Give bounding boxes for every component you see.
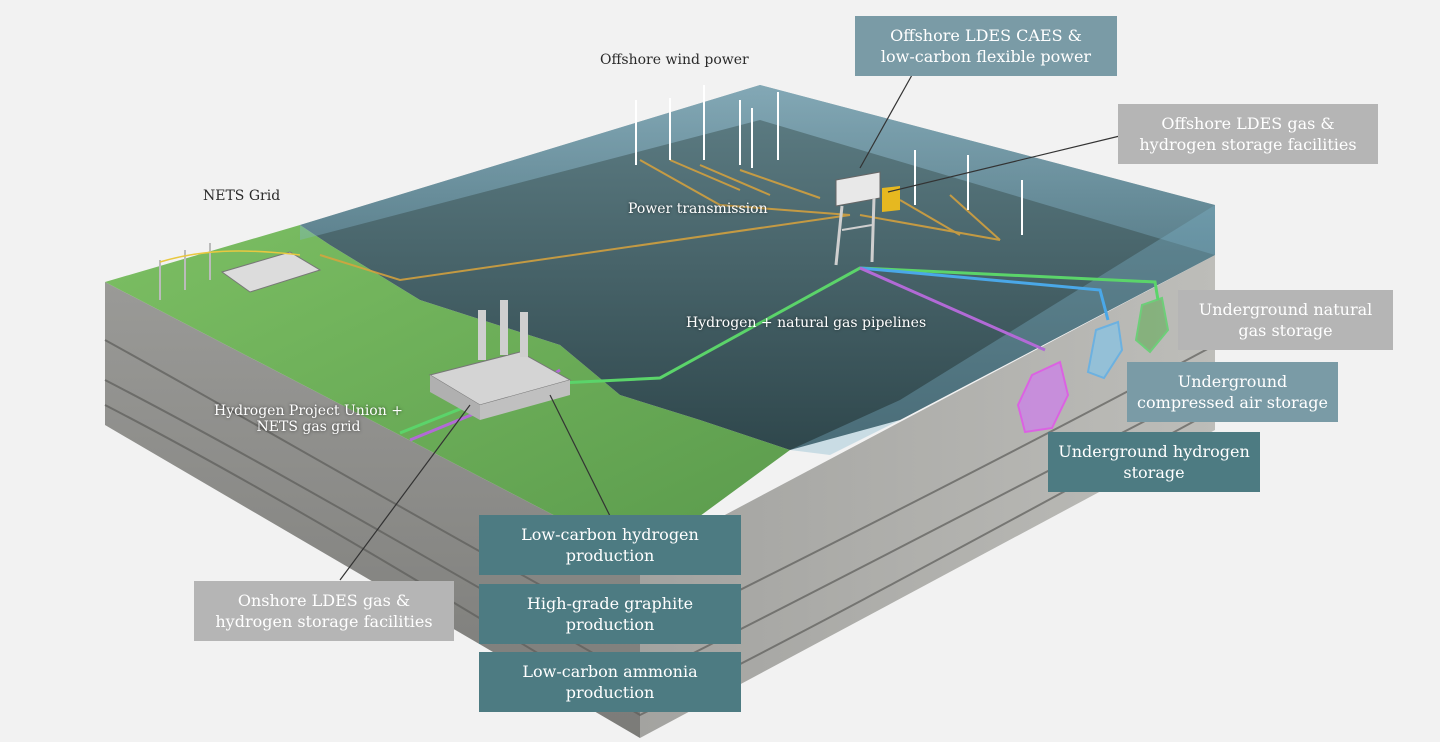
leader-lines — [339, 74, 1129, 581]
project-union-line-2: NETS gas grid — [256, 419, 361, 435]
callout-h2-production-line-1: Low-carbon hydrogen — [521, 525, 699, 544]
power-transmission-label: Power transmission — [628, 201, 768, 217]
callout-ug-hydrogen-line-1: Underground hydrogen — [1058, 442, 1250, 461]
compressed-air-reservoir — [1086, 320, 1124, 380]
callout-onshore-storage-line-1: Onshore LDES gas & — [237, 591, 411, 610]
onshore-plant — [428, 300, 572, 420]
callout-ug-natural-gas-line-1: Underground natural — [1198, 300, 1373, 319]
callout-ug-hydrogen-line-2: storage — [1123, 463, 1185, 482]
callout-offshore-caes: Offshore LDES CAES & low-carbon flexible… — [855, 16, 1117, 76]
pipelines-label: Hydrogen + natural gas pipelines — [686, 315, 927, 331]
nets-substation — [159, 243, 322, 300]
callout-ug-compressed-air-line-2: compressed air storage — [1137, 393, 1328, 412]
callout-ammonia: Low-carbon ammonia production — [479, 652, 741, 712]
callout-ug-compressed-air: Underground compressed air storage — [1127, 362, 1338, 422]
callout-ug-compressed-air-line-1: Underground — [1177, 372, 1288, 391]
callout-ammonia-line-1: Low-carbon ammonia — [522, 662, 698, 681]
callout-offshore-storage-line-2: hydrogen storage facilities — [1139, 135, 1357, 154]
callout-graphite-line-1: High-grade graphite — [526, 594, 694, 613]
callout-ug-natural-gas-line-2: gas storage — [1238, 321, 1333, 340]
callout-onshore-storage: Onshore LDES gas & hydrogen storage faci… — [194, 581, 454, 641]
natural-gas-reservoir — [1134, 296, 1170, 354]
callout-h2-production-line-2: production — [565, 546, 655, 565]
callout-ammonia-line-2: production — [565, 683, 655, 702]
callout-ug-natural-gas: Underground natural gas storage — [1178, 290, 1393, 350]
project-union-line-1: Hydrogen Project Union + — [214, 403, 403, 419]
callout-graphite: High-grade graphite production — [479, 584, 741, 644]
callout-offshore-caes-line-1: Offshore LDES CAES & — [890, 26, 1082, 45]
callout-offshore-storage-line-1: Offshore LDES gas & — [1161, 114, 1335, 133]
callout-offshore-storage: Offshore LDES gas & hydrogen storage fac… — [1118, 104, 1378, 164]
offshore-wind-label: Offshore wind power — [600, 52, 749, 68]
rock-right-face — [640, 255, 1215, 738]
hydrogen-reservoir — [1016, 360, 1070, 434]
callout-ug-hydrogen: Underground hydrogen storage — [1048, 432, 1260, 492]
wind-turbines — [635, 85, 1023, 235]
callout-h2-production: Low-carbon hydrogen production — [479, 515, 741, 575]
offshore-platform — [834, 171, 900, 266]
callout-offshore-caes-line-2: low-carbon flexible power — [880, 47, 1092, 66]
nets-grid-label: NETS Grid — [203, 188, 281, 204]
project-union-label: Hydrogen Project Union + NETS gas grid — [214, 403, 403, 435]
callout-graphite-line-2: production — [565, 615, 655, 634]
water-surface — [300, 85, 1215, 255]
callout-onshore-storage-line-2: hydrogen storage facilities — [215, 612, 433, 631]
power-transmission-lines — [319, 159, 1001, 282]
